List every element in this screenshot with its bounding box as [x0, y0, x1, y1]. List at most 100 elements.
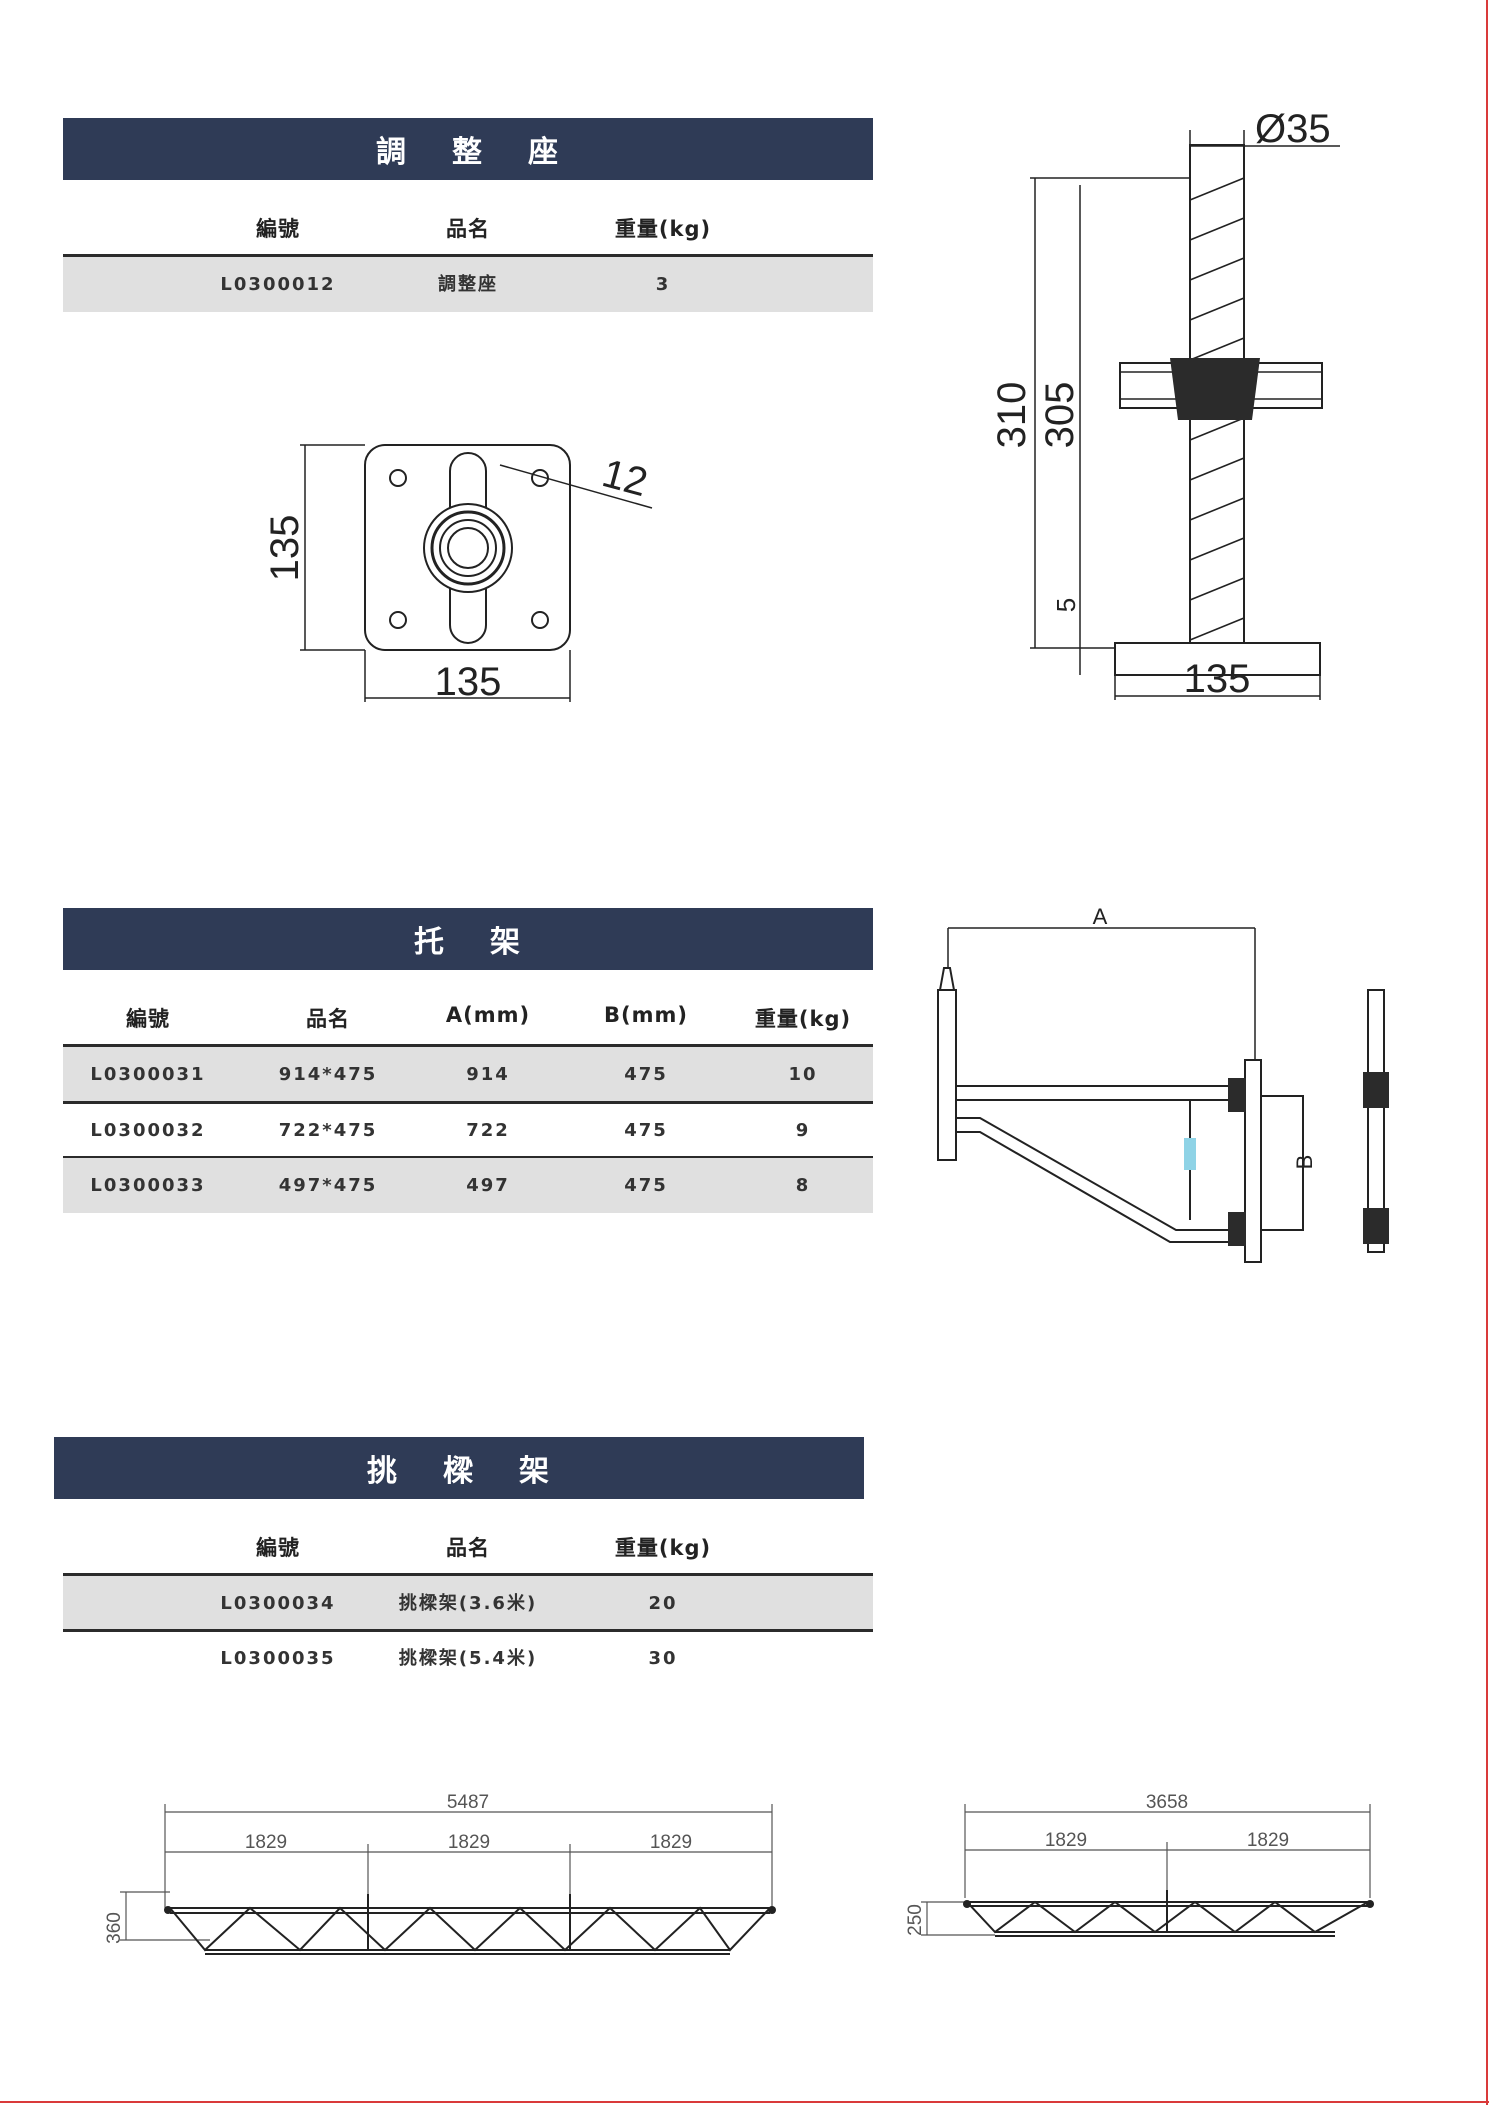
header-weight: 重量(kg) — [614, 217, 712, 241]
table-rule — [63, 1156, 873, 1159]
cell-b: 475 — [624, 1175, 668, 1196]
post-pipe — [937, 989, 957, 1161]
cell-b: 475 — [624, 1064, 668, 1085]
truss-body — [169, 1894, 771, 1955]
truss-end-pin — [1366, 1900, 1374, 1908]
adjuster-title-char: 整 — [452, 135, 484, 170]
header-code: 編號 — [256, 217, 300, 241]
top-arm — [955, 1085, 1257, 1101]
header-code: 編號 — [256, 1536, 300, 1560]
brace — [956, 1117, 1256, 1231]
cell-weight: 10 — [788, 1064, 818, 1085]
cell-name: 調整座 — [438, 274, 498, 295]
collar-ring — [423, 503, 513, 593]
header-weight: 重量(kg) — [614, 1536, 712, 1560]
dim-width-label: 135 — [435, 660, 502, 704]
bracket-section: 托 架 編號 品名 A(mm) B(mm) 重量(kg) L0300031 91… — [63, 908, 873, 1213]
leader-line — [499, 464, 653, 509]
bracket-title-bar: 托 架 — [63, 908, 873, 970]
bolt-hole — [389, 469, 407, 487]
table-row: L0300031 914*475 914 475 10 — [63, 1047, 873, 1102]
table-rule — [63, 1629, 873, 1632]
table-rule — [63, 254, 873, 257]
dim-diameter-label: Ø35 — [1255, 107, 1331, 151]
dim-total-label: 310 — [990, 382, 1034, 449]
cell-a: 497 — [466, 1175, 510, 1196]
bracket-drawing: A B — [937, 904, 1389, 1263]
table-row: L0300033 497*475 497 475 8 — [63, 1158, 873, 1213]
header-name: 品名 — [446, 217, 490, 241]
collar-ring — [430, 510, 506, 586]
table-rule — [63, 1044, 873, 1047]
bracket-title-char: 托 — [414, 925, 446, 960]
table-row: L0300034 挑樑架(3.6米) 20 — [63, 1576, 873, 1631]
truss-body — [966, 1890, 1369, 1937]
cantilever-title-char: 挑 — [367, 1454, 399, 1489]
dim-height-label: 360 — [104, 1912, 125, 1944]
bracket-title-char: 架 — [490, 925, 522, 960]
table-row: L0300032 722*475 722 475 9 — [63, 1103, 873, 1158]
right-border-line — [1486, 0, 1488, 2105]
cantilever-title-bar: 挑 樑 架 — [54, 1437, 864, 1499]
base-plate-outline — [364, 444, 571, 651]
dim-base-label: 135 — [1184, 657, 1251, 701]
post-spigot — [938, 967, 956, 991]
truss-short-drawing: 3658 1829 1829 250 — [905, 1792, 1374, 1937]
dim-seg-label: 1829 — [1247, 1830, 1289, 1851]
side-view-plate — [1367, 989, 1385, 1253]
cell-code: L0300033 — [90, 1175, 206, 1196]
cell-code: L0300012 — [220, 274, 336, 295]
cell-a: 914 — [466, 1064, 510, 1085]
cell-name: 722*475 — [278, 1120, 378, 1141]
cantilever-title-char: 架 — [519, 1454, 551, 1489]
dim-thread-label: 305 — [1038, 382, 1082, 449]
coupler — [1228, 1078, 1246, 1112]
cell-weight: 3 — [655, 274, 671, 295]
dim-height-label: 135 — [263, 515, 307, 582]
cell-weight: 9 — [795, 1120, 811, 1141]
dim-a-label: A — [1093, 904, 1108, 929]
bolt-hole — [531, 611, 549, 629]
dim-b-label: B — [1292, 1155, 1317, 1170]
cell-code: L0300034 — [220, 1593, 336, 1614]
table-row: L0300012 調整座 3 — [63, 257, 873, 312]
wing-nut — [1170, 358, 1260, 420]
dim-total-label: 3658 — [1146, 1792, 1188, 1813]
cell-weight: 8 — [795, 1175, 811, 1196]
dim-seg-label: 1829 — [650, 1832, 692, 1853]
side-coupler — [1363, 1072, 1389, 1108]
table-row: L0300035 挑樑架(5.4米) 30 — [63, 1631, 873, 1686]
adjuster-section: 調 整 座 編號 品名 重量(kg) L0300012 調整座 3 — [63, 118, 873, 318]
cantilever-section: 挑 樑 架 編號 品名 重量(kg) L0300034 挑樑架(3.6米) 20… — [54, 1437, 873, 1702]
header-name: 品名 — [306, 1007, 350, 1031]
screw-jack-drawing: Ø35 310 305 5 135 — [990, 107, 1340, 701]
header-b: B(mm) — [604, 1003, 688, 1027]
collar-ring — [447, 527, 489, 569]
dim-seg-label: 1829 — [245, 1832, 287, 1853]
clamp-box — [1260, 1095, 1304, 1231]
cell-name: 914*475 — [278, 1064, 378, 1085]
table-rule — [63, 1573, 873, 1576]
dim-plate-label: 5 — [1051, 598, 1081, 612]
cell-name: 挑樑架(5.4米) — [398, 1648, 538, 1669]
truss-long-drawing: 5487 1829 1829 1829 360 — [104, 1792, 776, 1955]
cantilever-title-char: 樑 — [443, 1454, 475, 1489]
header-a: A(mm) — [445, 1003, 531, 1027]
cell-code: L0300035 — [220, 1648, 336, 1669]
dim-height-label: 250 — [905, 1904, 926, 1936]
header-code: 編號 — [126, 1007, 170, 1031]
dim-seg-label: 1829 — [1045, 1830, 1087, 1851]
cell-code: L0300031 — [90, 1064, 206, 1085]
brace — [956, 1131, 1256, 1243]
adjuster-title-char: 調 — [376, 135, 408, 170]
dim-seg-label: 1829 — [448, 1832, 490, 1853]
header-weight: 重量(kg) — [754, 1007, 852, 1031]
cell-weight: 20 — [648, 1593, 678, 1614]
cell-b: 475 — [624, 1120, 668, 1141]
cell-weight: 30 — [648, 1648, 678, 1669]
cell-name: 497*475 — [278, 1175, 378, 1196]
bolt-hole — [389, 611, 407, 629]
adjuster-title-bar: 調 整 座 — [63, 118, 873, 180]
collar-ring — [439, 519, 497, 577]
side-coupler — [1363, 1208, 1389, 1244]
